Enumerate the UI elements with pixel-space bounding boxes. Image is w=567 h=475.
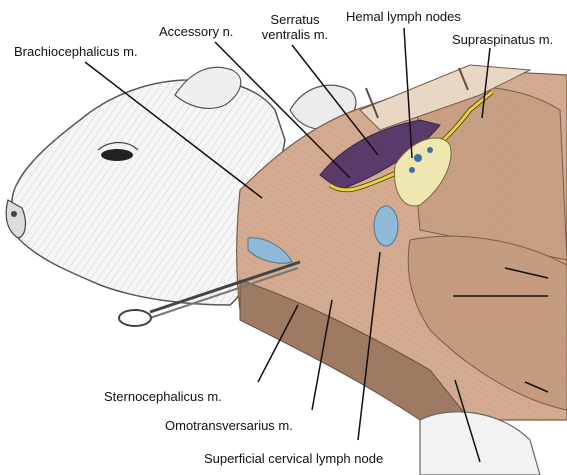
label-supraspinatus: Supraspinatus m. — [452, 32, 554, 47]
leader-supraspinatus — [481, 47, 491, 119]
eye — [101, 149, 133, 161]
leader-hemal — [403, 27, 413, 159]
leader-accessory — [214, 41, 351, 179]
leader-mid-2 — [504, 267, 549, 279]
leader-omotransversarius — [311, 299, 333, 411]
label-sternocephalicus: Sternocephalicus m. — [104, 389, 222, 404]
hemal-node-2 — [427, 147, 433, 153]
forceps-ring — [118, 309, 152, 327]
label-hemal-lymph-nodes: Hemal lymph nodes — [346, 9, 461, 24]
calf-head — [5, 66, 357, 306]
label-omotransversarius: Omotransversarius m. — [165, 418, 293, 433]
forceps — [118, 260, 301, 327]
label-superficial-cervical: Superficial cervical lymph node — [204, 451, 384, 466]
leader-brachiocephalicus — [84, 61, 263, 199]
label-serratus-line1: Serratus — [270, 12, 320, 27]
label-brachiocephalicus: Brachiocephalicus m. — [14, 44, 138, 59]
label-serratus-line2: ventralis m. — [261, 27, 329, 42]
leader-lower-1 — [454, 379, 481, 463]
leader-superficial-cervical — [357, 251, 381, 441]
label-serratus-ventralis: Serratus ventralis m. — [255, 12, 335, 42]
nose — [5, 199, 27, 239]
ear — [174, 66, 242, 109]
leader-lower-2 — [524, 381, 549, 393]
leader-serratus — [291, 44, 379, 156]
neck-dissection — [236, 64, 567, 421]
hemal-node-1 — [414, 154, 422, 162]
superficial-cervical-node — [373, 205, 399, 247]
leg — [419, 411, 541, 475]
label-accessory: Accessory n. — [159, 24, 234, 39]
lymph-node-left — [247, 237, 293, 264]
hemal-region — [394, 137, 452, 207]
hemal-node-3 — [409, 167, 415, 173]
leader-lines — [84, 27, 549, 463]
leader-sternocephalicus — [257, 304, 299, 383]
accessory-nerve — [329, 90, 493, 192]
